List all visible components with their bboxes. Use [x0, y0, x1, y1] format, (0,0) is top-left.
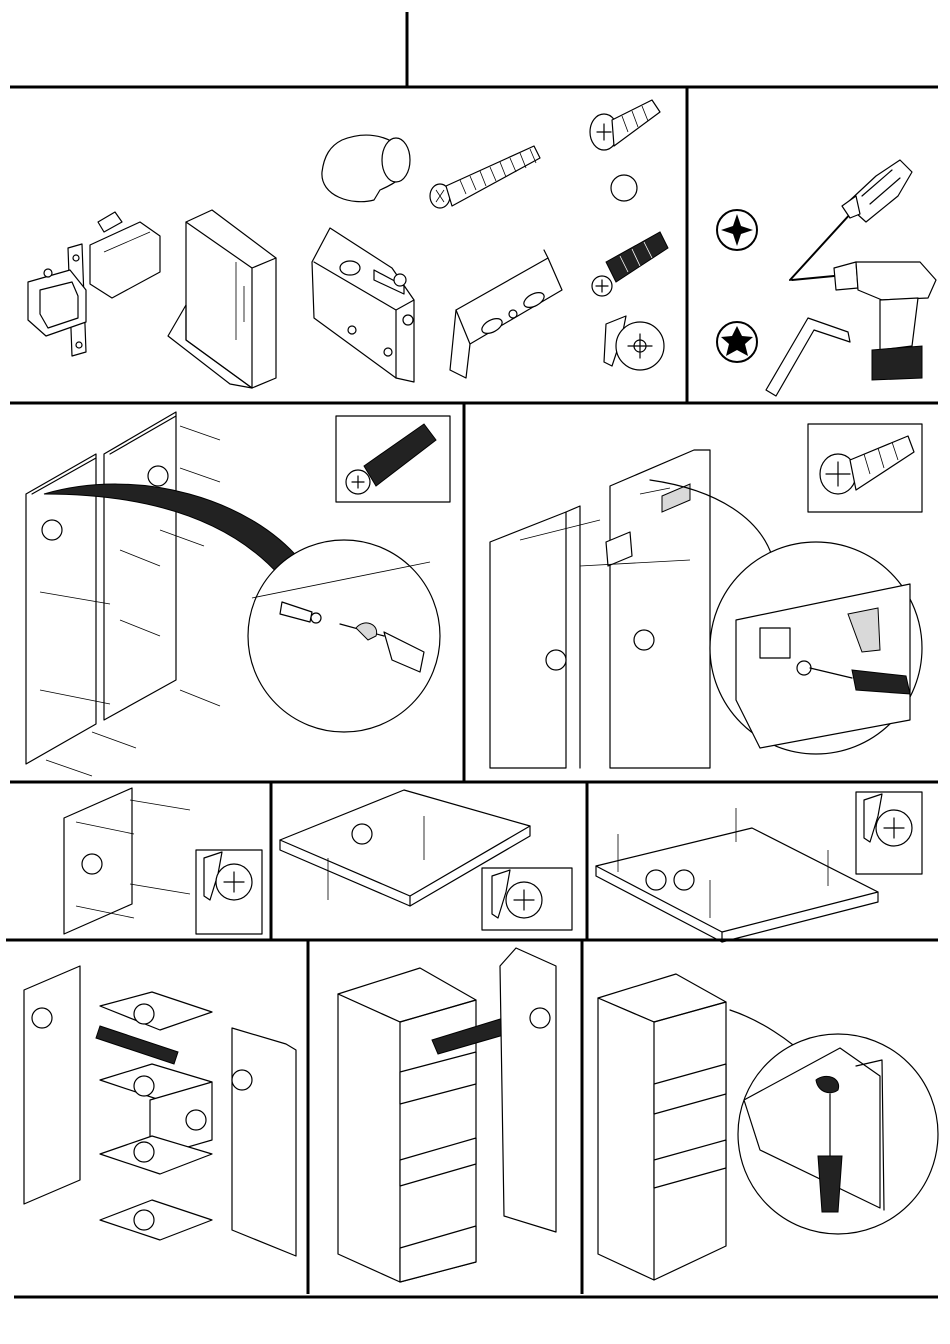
bracket-icon	[168, 210, 276, 388]
step-5	[596, 792, 922, 942]
cam-lock-icon	[482, 868, 572, 930]
phillips-bit-icon	[717, 210, 757, 250]
mounting-rail-icon	[450, 250, 562, 378]
step-6	[24, 966, 296, 1256]
cam-lock-icon	[604, 316, 664, 370]
parts-panel	[28, 100, 668, 388]
hex-key-icon	[766, 318, 850, 396]
step-2	[490, 424, 922, 768]
step-3	[64, 788, 262, 934]
cam-lock-icon	[196, 850, 262, 934]
screw-icon	[590, 100, 660, 150]
step-7	[338, 948, 556, 1282]
step-1	[26, 412, 450, 776]
cam-lock-icon	[856, 792, 922, 874]
knob-icon	[322, 135, 410, 202]
torx-bit-icon	[717, 322, 757, 362]
dowel-screw-icon	[592, 232, 668, 296]
hanging-fitting-icon	[312, 228, 414, 382]
bolt-icon	[430, 146, 540, 208]
cap-icon	[611, 175, 637, 201]
step-8	[598, 974, 938, 1280]
hinge-icon	[28, 212, 160, 356]
step-4	[280, 790, 572, 930]
tools-panel	[717, 160, 936, 396]
